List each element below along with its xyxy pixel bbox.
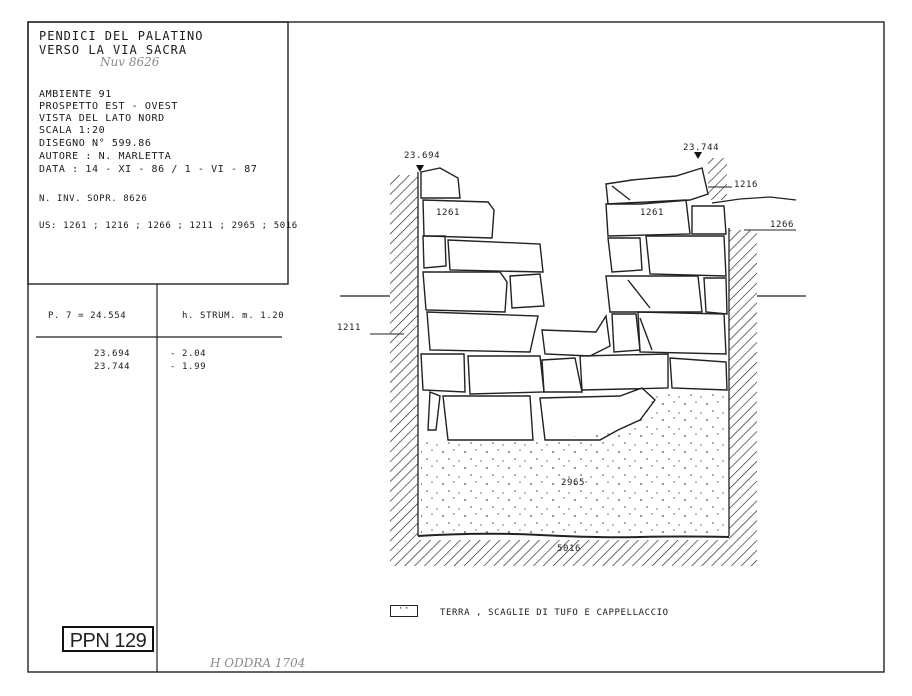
info-disegno: DISEGNO N° 599.86 xyxy=(39,138,152,149)
label-us-1211: 1211 xyxy=(337,323,362,333)
legend-text: TERRA , SCAGLIE DI TUFO E CAPPELLACCIO xyxy=(440,608,669,618)
ground-line-top-right xyxy=(711,196,797,204)
legend-symbol: ·· xyxy=(398,604,411,614)
pencil-bottom-note: H ODDRA 1704 xyxy=(210,656,306,670)
elev-label-left: 23.694 xyxy=(404,151,441,161)
levels-row-2-elev: 23.744 xyxy=(94,362,131,372)
pencil-inventory-note: Nuv 8626 xyxy=(100,55,160,69)
label-us-5016: 5016 xyxy=(557,544,582,554)
title-block-frame xyxy=(27,21,289,285)
levels-row-1-elev: 23.694 xyxy=(94,349,131,359)
label-us-1261-left: 1261 xyxy=(436,208,461,218)
label-us-1216: 1216 xyxy=(734,180,759,190)
hatch-right-wall xyxy=(729,230,757,540)
info-vista: VISTA DEL LATO NORD xyxy=(39,113,165,124)
levels-row-2-diff: - 1.99 xyxy=(170,362,207,372)
levels-header-right: h. STRUM. m. 1.20 xyxy=(182,311,285,321)
info-scala: SCALA 1:20 xyxy=(39,125,106,136)
info-autore: AUTORE : N. MARLETTA xyxy=(39,151,172,162)
masonry-stones xyxy=(420,167,728,441)
info-prospetto: PROSPETTO EST - OVEST xyxy=(39,101,179,112)
hatch-bottom xyxy=(390,540,757,566)
elev-label-right: 23.744 xyxy=(683,143,720,153)
title-line-1: PENDICI DEL PALATINO xyxy=(39,29,204,43)
info-us-list: US: 1261 ; 1216 ; 1266 ; 1211 ; 2965 ; 5… xyxy=(39,221,298,231)
levels-header-left: P. 7 = 24.554 xyxy=(48,311,127,321)
levels-row-1-diff: - 2.04 xyxy=(170,349,207,359)
label-us-2965: 2965 xyxy=(561,478,586,488)
section-drawing xyxy=(340,152,806,566)
info-inventory: N. INV. SOPR. 8626 xyxy=(39,194,148,204)
elev-marker-right xyxy=(694,152,702,159)
label-us-1266: 1266 xyxy=(770,220,795,230)
title-line-2: VERSO LA VIA SACRA xyxy=(39,43,188,57)
fill-deposit-2965 xyxy=(421,390,727,536)
base-line-5016 xyxy=(417,532,730,539)
sheet-frame xyxy=(27,21,885,673)
hatch-left-wall xyxy=(390,175,418,540)
info-data: DATA : 14 - XI - 86 / 1 - VI - 87 xyxy=(39,164,258,175)
elev-marker-left xyxy=(416,165,424,172)
label-us-1261-right: 1261 xyxy=(640,208,665,218)
legend-symbol-box: ·· xyxy=(390,604,418,617)
hatch-top-right xyxy=(708,158,727,200)
info-ambiente: AMBIENTE 91 xyxy=(39,89,112,100)
archive-stamp: PPN 129 xyxy=(62,626,154,652)
